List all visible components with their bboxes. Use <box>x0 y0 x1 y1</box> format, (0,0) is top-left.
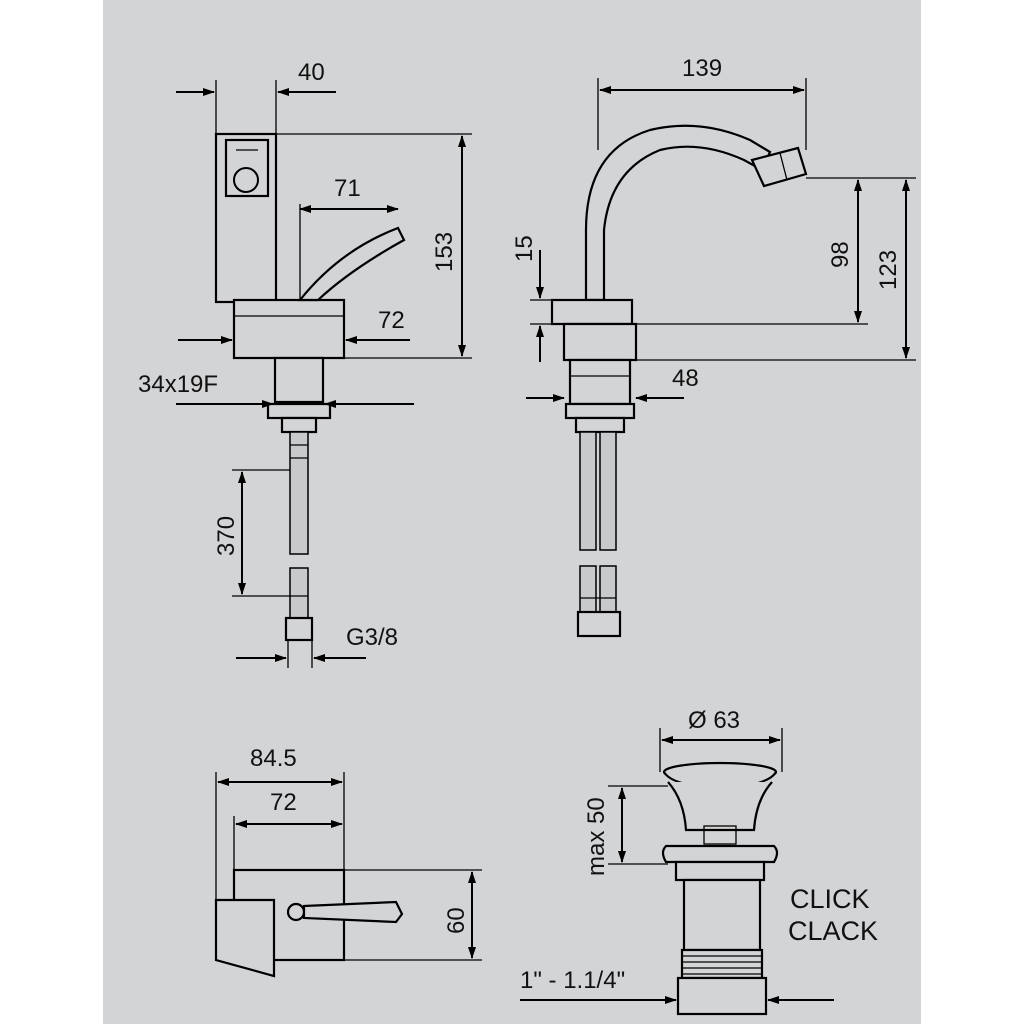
waste-label-clack: CLACK <box>788 916 878 946</box>
dim-15: 15 <box>511 235 538 262</box>
spout-hose-right-lower <box>599 565 617 613</box>
waste-plunger <box>703 825 737 845</box>
dim-98: 98 <box>827 241 854 268</box>
side-nut <box>266 402 332 420</box>
top-column <box>214 898 276 978</box>
top-lever-pivot <box>286 902 306 922</box>
dim-72-top: 72 <box>270 789 297 816</box>
waste-body <box>682 878 762 952</box>
dim-waste-thread: 1" - 1.1/4" <box>520 967 625 994</box>
dim-139: 139 <box>682 55 722 82</box>
spout-connectors <box>576 610 622 638</box>
top-lever <box>302 900 404 924</box>
waste-label-click: CLICK <box>790 884 870 914</box>
dim-G3-8: G3/8 <box>346 624 398 651</box>
side-base-block <box>232 298 346 360</box>
side-hose-upper <box>289 431 309 555</box>
waste-tail <box>676 976 768 1016</box>
side-cartridge-circle <box>233 167 259 193</box>
dim-48: 48 <box>672 365 699 392</box>
side-hose-lower <box>289 567 309 619</box>
dim-72-base: 72 <box>378 307 405 334</box>
waste-valve: Ø 63 max 50 1" - 1.1/4" CLICK CLACK <box>520 707 878 1016</box>
waste-flange <box>661 844 779 864</box>
spout-hose-right <box>599 431 617 551</box>
dim-60: 60 <box>443 907 470 934</box>
front-view-spout: 139 15 98 123 48 <box>511 55 916 638</box>
spout-base-plate <box>550 298 634 326</box>
side-stem <box>273 356 325 404</box>
spout-hose-left-lower <box>579 565 597 613</box>
spout-nut <box>564 402 636 420</box>
dim-34x19F: 34x19F <box>138 371 218 398</box>
dim-153: 153 <box>431 232 458 272</box>
dim-370: 370 <box>213 516 240 556</box>
dim-123: 123 <box>875 250 902 290</box>
spout-collar <box>562 322 638 362</box>
side-lever <box>297 226 406 302</box>
spout-hose-left <box>579 431 597 551</box>
dim-40: 40 <box>298 59 325 86</box>
spray-head <box>750 146 808 188</box>
spout-arc <box>584 124 772 302</box>
dim-71: 71 <box>334 175 361 202</box>
waste-funnel <box>667 781 773 832</box>
side-connector <box>284 616 314 642</box>
dim-84-5: 84.5 <box>250 745 297 772</box>
dim-max50: max 50 <box>583 797 610 876</box>
spout-body <box>568 358 632 406</box>
side-washer <box>280 416 318 434</box>
dim-d63: Ø 63 <box>688 707 740 734</box>
waste-body-upper <box>674 860 766 882</box>
side-view-mixer: 40 71 153 72 34x19F 370 G3/8 <box>138 59 472 668</box>
spout-washer <box>574 416 626 434</box>
top-view-mixer: 84.5 72 60 <box>214 745 482 978</box>
